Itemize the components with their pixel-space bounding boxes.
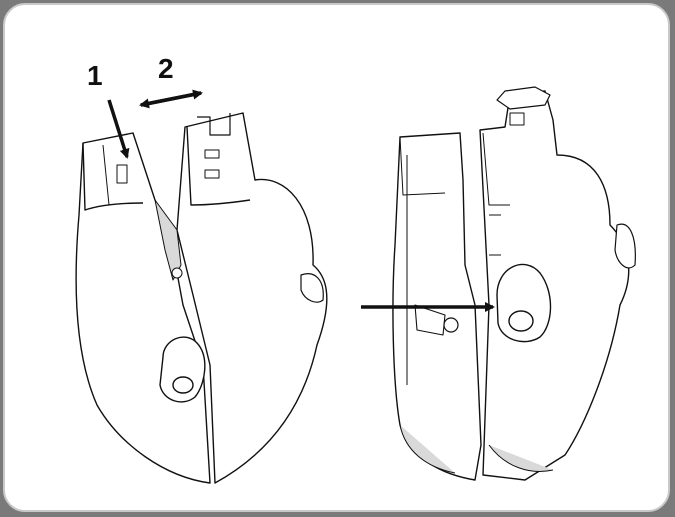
left-mask-assembly [76,113,327,483]
callout-1: 1 [87,62,103,90]
right-mask-assembly [393,87,635,480]
callout-2: 2 [158,55,174,83]
illustration-panel: 1 2 [3,3,670,512]
arrow-2-icon [141,93,201,105]
assembly-illustration [5,5,670,512]
